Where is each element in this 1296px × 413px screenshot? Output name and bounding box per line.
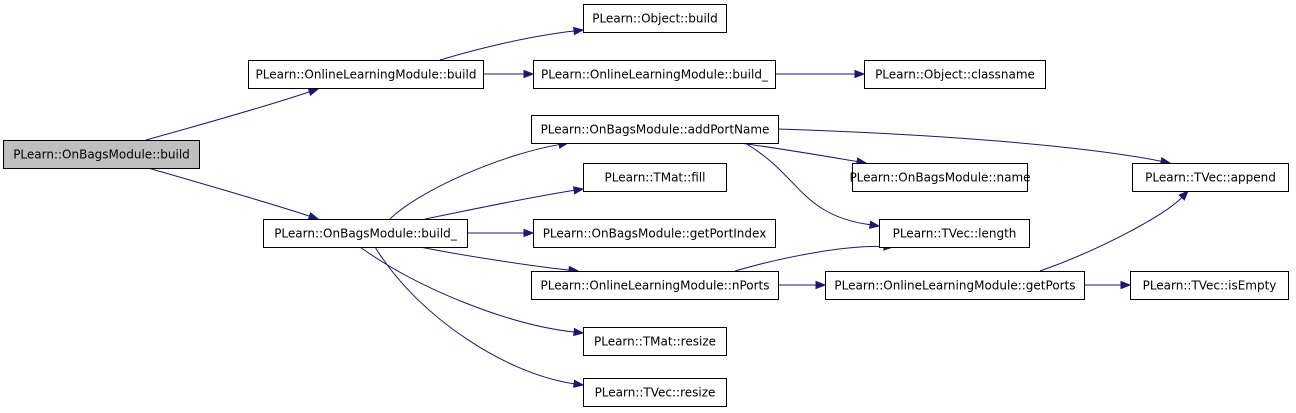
function-node-label: PLearn::Object::build bbox=[592, 12, 718, 26]
call-edge bbox=[145, 91, 310, 141]
call-edge bbox=[734, 245, 885, 272]
call-edge bbox=[389, 144, 560, 220]
function-node-box bbox=[583, 4, 727, 33]
function-node-box bbox=[248, 60, 484, 89]
function-node-box bbox=[825, 271, 1085, 300]
call-edge bbox=[744, 142, 871, 226]
function-node[interactable]: PLearn::TVec::isEmpty bbox=[1130, 271, 1289, 300]
call-edge bbox=[424, 189, 575, 220]
arrowhead-icon bbox=[572, 186, 585, 195]
call-nodes: PLearn::OnBagsModule::buildPLearn::Onlin… bbox=[3, 4, 1289, 407]
arrowhead-icon bbox=[854, 69, 866, 79]
function-node[interactable]: PLearn::OnBagsModule::build bbox=[3, 140, 200, 169]
function-node-label: PLearn::OnBagsModule::build bbox=[13, 148, 190, 162]
function-node-label: PLearn::OnlineLearningModule::build bbox=[256, 68, 477, 82]
call-edge bbox=[739, 142, 858, 163]
function-node-label: PLearn::TVec::isEmpty bbox=[1143, 279, 1277, 293]
function-node-label: PLearn::OnBagsModule::name bbox=[849, 171, 1030, 185]
function-node[interactable]: PLearn::OnBagsModule::getPortIndex bbox=[533, 219, 776, 248]
function-node[interactable]: PLearn::Object::classname bbox=[864, 60, 1046, 89]
function-node-box bbox=[531, 271, 779, 300]
function-node-label: PLearn::OnBagsModule::addPortName bbox=[541, 123, 770, 137]
function-node[interactable]: PLearn::OnBagsModule::addPortName bbox=[531, 115, 779, 144]
arrowhead-icon bbox=[573, 379, 585, 388]
function-node-label: PLearn::OnBagsModule::getPortIndex bbox=[543, 227, 767, 241]
function-node-label: PLearn::TVec::resize bbox=[595, 386, 716, 400]
function-node[interactable]: PLearn::OnlineLearningModule::build bbox=[248, 60, 484, 89]
function-node-box bbox=[583, 163, 727, 192]
function-node[interactable]: PLearn::TMat::fill bbox=[583, 163, 727, 192]
function-node-label: PLearn::OnlineLearningModule::build_ bbox=[541, 68, 769, 82]
arrowhead-icon bbox=[1178, 190, 1189, 201]
function-node-box bbox=[531, 115, 779, 144]
arrowhead-icon bbox=[573, 327, 585, 337]
function-node[interactable]: PLearn::TVec::append bbox=[1132, 163, 1289, 192]
call-edge bbox=[439, 30, 575, 61]
function-node-label: PLearn::TVec::length bbox=[893, 227, 1017, 241]
arrowhead-icon bbox=[307, 211, 320, 221]
function-node[interactable]: PLearn::OnlineLearningModule::build_ bbox=[533, 60, 776, 89]
function-node-box bbox=[533, 60, 776, 89]
function-node[interactable]: PLearn::TVec::resize bbox=[583, 378, 727, 407]
arrowhead-icon bbox=[1120, 280, 1132, 290]
function-node-box bbox=[1130, 271, 1289, 300]
function-node-box bbox=[263, 219, 468, 248]
function-node[interactable]: PLearn::OnBagsModule::build_ bbox=[263, 219, 468, 248]
call-edges bbox=[145, 26, 1189, 388]
function-node-label: PLearn::OnlineLearningModule::getPorts bbox=[834, 279, 1075, 293]
function-node-box bbox=[1132, 163, 1289, 192]
function-node[interactable]: PLearn::OnlineLearningModule::getPorts bbox=[825, 271, 1085, 300]
function-node[interactable]: PLearn::OnBagsModule::name bbox=[849, 163, 1031, 192]
arrowhead-icon bbox=[523, 69, 535, 79]
function-node-box bbox=[583, 378, 727, 407]
function-node[interactable]: PLearn::Object::build bbox=[583, 4, 727, 33]
call-edge bbox=[374, 246, 575, 385]
function-node-label: PLearn::Object::classname bbox=[875, 68, 1035, 82]
function-node-label: PLearn::TMat::fill bbox=[605, 171, 706, 185]
function-node-label: PLearn::TVec::append bbox=[1145, 171, 1276, 185]
function-node-label: PLearn::TMat::resize bbox=[594, 335, 716, 349]
arrowhead-icon bbox=[523, 228, 535, 238]
call-edge bbox=[147, 167, 310, 217]
function-node-box bbox=[583, 327, 727, 356]
function-node[interactable]: PLearn::TVec::length bbox=[879, 219, 1030, 248]
function-node[interactable]: PLearn::OnlineLearningModule::nPorts bbox=[531, 271, 779, 300]
call-edge bbox=[419, 246, 570, 271]
arrowhead-icon bbox=[307, 87, 320, 97]
function-node-box bbox=[533, 219, 776, 248]
call-edge bbox=[777, 128, 1162, 162]
function-node[interactable]: PLearn::TMat::resize bbox=[583, 327, 727, 356]
call-edge bbox=[359, 246, 575, 333]
call-edge bbox=[1039, 197, 1183, 272]
arrowhead-icon bbox=[815, 280, 827, 290]
arrowhead-icon bbox=[573, 26, 585, 36]
function-node-box bbox=[852, 163, 1028, 192]
function-node-box bbox=[3, 140, 200, 169]
function-node-box bbox=[864, 60, 1046, 89]
arrowhead-icon bbox=[869, 220, 881, 229]
function-node-label: PLearn::OnBagsModule::build_ bbox=[274, 227, 458, 241]
function-node-label: PLearn::OnlineLearningModule::nPorts bbox=[540, 279, 769, 293]
function-node-box bbox=[879, 219, 1030, 248]
